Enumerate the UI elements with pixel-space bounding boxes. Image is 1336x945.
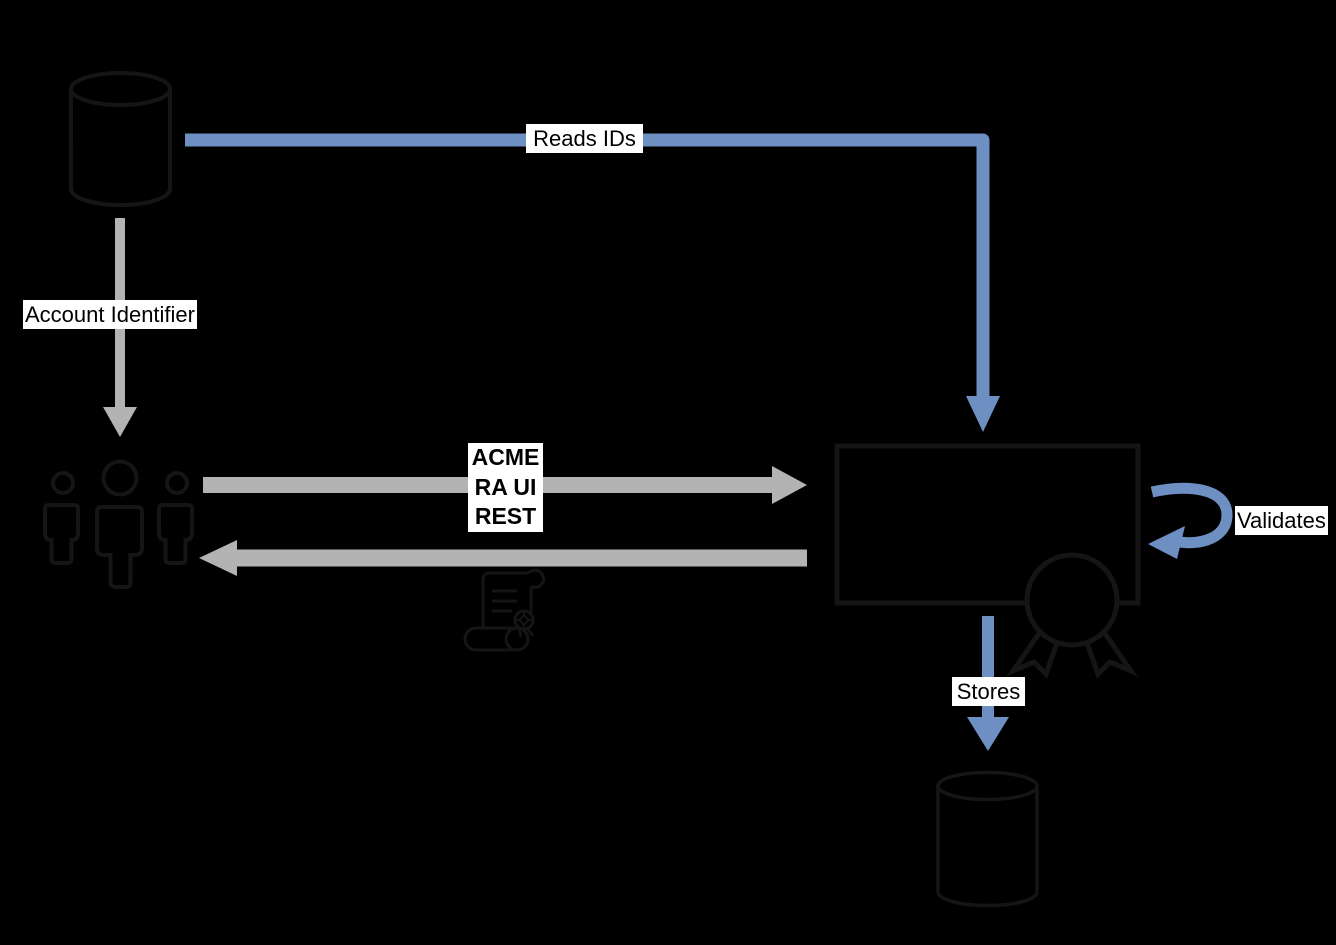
reads-ids-arrow <box>185 133 1000 432</box>
acme-request-label-line3: REST <box>474 503 537 529</box>
reads-ids-label: Reads IDs <box>526 124 643 153</box>
response-arrow <box>199 540 807 576</box>
arrowhead-right-icon <box>772 466 807 504</box>
acme-request-label: ACME RA UI REST <box>468 443 543 532</box>
arrowhead-down-icon <box>967 717 1009 751</box>
acme-request-label-line2: RA UI <box>474 473 537 500</box>
storage-database-icon <box>936 770 1039 908</box>
arrowhead-left-icon <box>1148 526 1185 559</box>
users-icon <box>43 459 194 589</box>
ra-service-box <box>834 443 1141 606</box>
acme-request-label-line1: ACME <box>471 444 540 470</box>
arrowhead-left-icon <box>199 540 237 576</box>
stores-label: Stores <box>952 677 1025 706</box>
source-database-icon <box>69 71 172 207</box>
arrowhead-down-icon <box>966 396 1000 432</box>
certificate-seal-icon <box>1005 552 1139 679</box>
account-identifier-label: Account Identifier <box>23 300 197 329</box>
arrowhead-down-icon <box>103 407 137 437</box>
validates-label: Validates <box>1235 506 1328 535</box>
validates-loop-arrow <box>1148 482 1233 559</box>
scroll-document-icon <box>463 568 546 652</box>
